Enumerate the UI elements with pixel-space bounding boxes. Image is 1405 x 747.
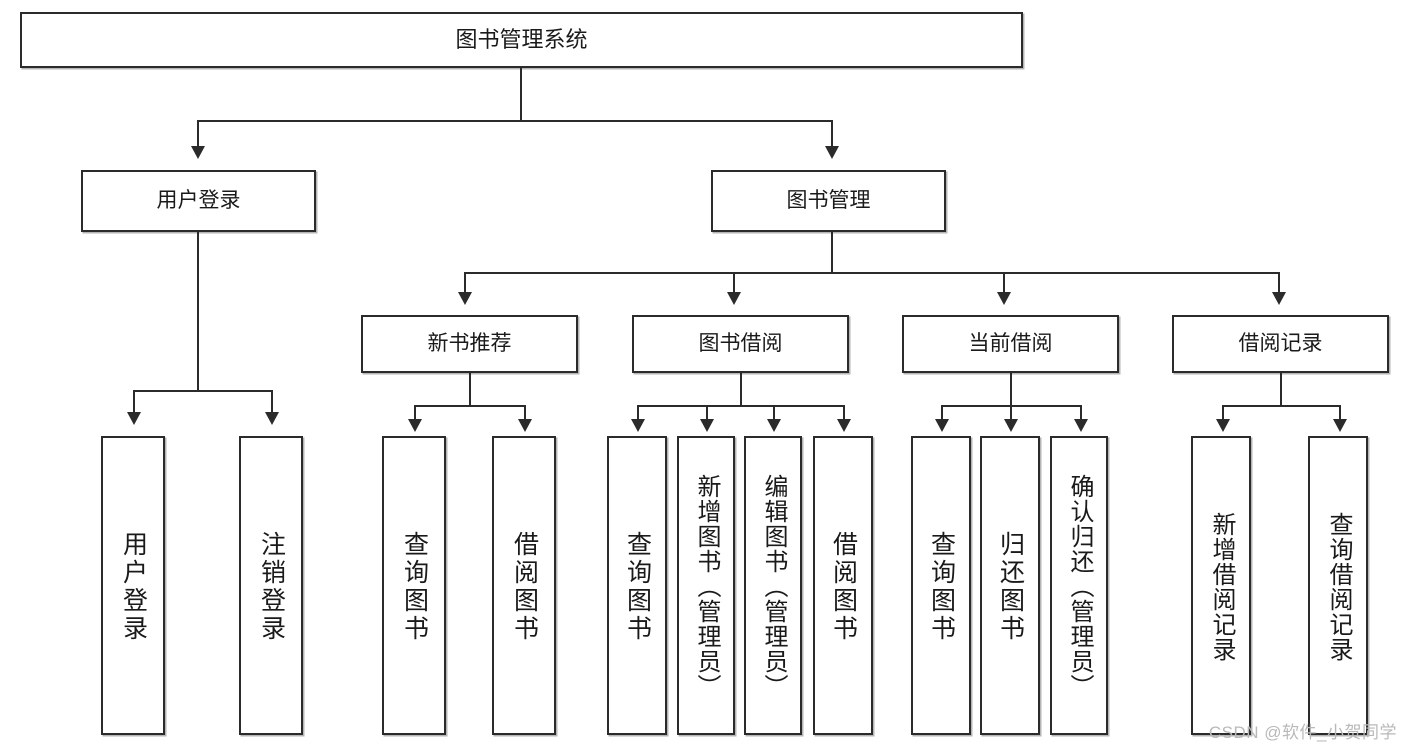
- node-current-borrow[interactable]: 当前借阅: [902, 315, 1119, 373]
- node-label: 新增图书（管理员）: [693, 474, 720, 699]
- connector-root-to-user-login: [197, 120, 199, 148]
- node-book-management[interactable]: 图书管理: [711, 170, 946, 232]
- csdn-watermark: CSDN @软件_小贺同学: [1208, 723, 1397, 742]
- connector-cb-drop-3: [1080, 405, 1082, 421]
- leaf-new-book-query-book[interactable]: 查询图书: [382, 436, 446, 735]
- node-label: 用户登录: [156, 188, 241, 212]
- connector-root-bus: [197, 120, 833, 122]
- connector-book-management-stem: [831, 232, 833, 272]
- connector-bb-drop-4: [843, 405, 845, 421]
- connector-root-stem: [520, 68, 522, 120]
- connector-cb-stem: [1010, 373, 1012, 405]
- connector-br-drop-2: [1339, 405, 1341, 421]
- node-label: 借阅图书: [510, 530, 539, 643]
- connector-bb-drop-3: [773, 405, 775, 421]
- arrow-cb-leaf-1: [935, 419, 949, 432]
- leaf-new-book-borrow-book[interactable]: 借阅图书: [492, 436, 556, 735]
- node-new-book-recommend[interactable]: 新书推荐: [361, 315, 578, 373]
- arrow-root-to-user-login: [191, 146, 205, 159]
- connector-nbr-stem: [469, 373, 471, 405]
- connector-bm-drop-book-borrow: [733, 272, 735, 294]
- connector-user-login-bus: [133, 390, 271, 392]
- connector-bm-drop-current-borrow: [1003, 272, 1005, 294]
- node-label: 图书借阅: [698, 331, 783, 355]
- leaf-current-borrow-confirm-return-admin[interactable]: 确认归还（管理员）: [1050, 436, 1108, 735]
- node-label: 注销登录: [257, 530, 286, 643]
- node-label: 查询图书: [927, 530, 956, 643]
- node-label: 当前借阅: [968, 331, 1053, 355]
- node-root-book-management-system[interactable]: 图书管理系统: [20, 12, 1023, 68]
- connector-bb-stem: [740, 373, 742, 405]
- connector-br-bus: [1222, 405, 1339, 407]
- connector-root-to-book-management: [831, 120, 833, 148]
- node-label: 新增借阅记录: [1208, 511, 1235, 662]
- leaf-current-borrow-return-book[interactable]: 归还图书: [980, 436, 1040, 735]
- node-label: 新书推荐: [427, 331, 512, 355]
- arrow-bb-leaf-1: [631, 419, 645, 432]
- node-book-borrow[interactable]: 图书借阅: [632, 315, 849, 373]
- arrow-bb-leaf-3: [767, 419, 781, 432]
- connector-cb-drop-2: [1010, 405, 1012, 421]
- arrow-bb-leaf-4: [837, 419, 851, 432]
- leaf-book-borrow-edit-book-admin[interactable]: 编辑图书（管理员）: [744, 436, 802, 735]
- leaf-borrow-record-query-record[interactable]: 查询借阅记录: [1308, 436, 1368, 735]
- leaf-user-login-logout[interactable]: 注销登录: [239, 436, 303, 735]
- node-label: 用户登录: [119, 530, 148, 643]
- connector-bb-bus: [637, 405, 843, 407]
- arrow-bb-leaf-2: [700, 419, 714, 432]
- node-label: 图书管理: [786, 188, 871, 212]
- node-label: 借阅记录: [1238, 331, 1323, 355]
- connector-bm-drop-new-book: [464, 272, 466, 294]
- arrow-br-leaf-1: [1216, 419, 1230, 432]
- arrow-bm-to-book-borrow: [727, 292, 741, 305]
- node-label: 确认归还（管理员）: [1066, 474, 1093, 699]
- arrow-cb-leaf-3: [1074, 419, 1088, 432]
- connector-bb-drop-1: [637, 405, 639, 421]
- arrow-cb-leaf-2: [1004, 419, 1018, 432]
- node-label: 查询借阅记录: [1325, 511, 1352, 662]
- connector-nbr-drop-1: [414, 405, 416, 421]
- arrow-root-to-book-management: [825, 146, 839, 159]
- connector-nbr-bus: [414, 405, 524, 407]
- leaf-book-borrow-add-book-admin[interactable]: 新增图书（管理员）: [677, 436, 735, 735]
- node-label: 借阅图书: [829, 530, 858, 643]
- leaf-book-borrow-borrow-book[interactable]: 借阅图书: [813, 436, 873, 735]
- arrow-nbr-leaf-1: [408, 419, 422, 432]
- node-label: 查询图书: [400, 530, 429, 643]
- arrow-bm-to-current-borrow: [997, 292, 1011, 305]
- node-borrow-record[interactable]: 借阅记录: [1172, 315, 1389, 373]
- leaf-book-borrow-query-book[interactable]: 查询图书: [607, 436, 667, 735]
- connector-user-login-stem: [197, 232, 199, 390]
- connector-br-drop-1: [1222, 405, 1224, 421]
- connector-bb-drop-2: [706, 405, 708, 421]
- connector-nbr-drop-2: [524, 405, 526, 421]
- arrow-user-login-leaf-2: [265, 412, 279, 425]
- connector-bm-drop-borrow-record: [1278, 272, 1280, 294]
- node-label: 归还图书: [996, 530, 1025, 643]
- leaf-current-borrow-query-book[interactable]: 查询图书: [911, 436, 971, 735]
- connector-br-stem: [1280, 373, 1282, 405]
- node-label: 编辑图书（管理员）: [760, 474, 787, 699]
- leaf-borrow-record-add-record[interactable]: 新增借阅记录: [1191, 436, 1251, 735]
- arrow-br-leaf-2: [1333, 419, 1347, 432]
- node-user-login[interactable]: 用户登录: [81, 170, 316, 232]
- connector-user-login-drop-1: [133, 390, 135, 414]
- connector-user-login-drop-2: [271, 390, 273, 414]
- arrow-nbr-leaf-2: [518, 419, 532, 432]
- arrow-bm-to-borrow-record: [1272, 292, 1286, 305]
- connector-cb-drop-1: [941, 405, 943, 421]
- connector-book-management-bus: [464, 272, 1280, 274]
- arrow-bm-to-new-book-recommend: [458, 292, 472, 305]
- node-label: 查询图书: [623, 530, 652, 643]
- node-label: 图书管理系统: [455, 27, 588, 53]
- leaf-user-login-login[interactable]: 用户登录: [101, 436, 165, 735]
- arrow-user-login-leaf-1: [127, 412, 141, 425]
